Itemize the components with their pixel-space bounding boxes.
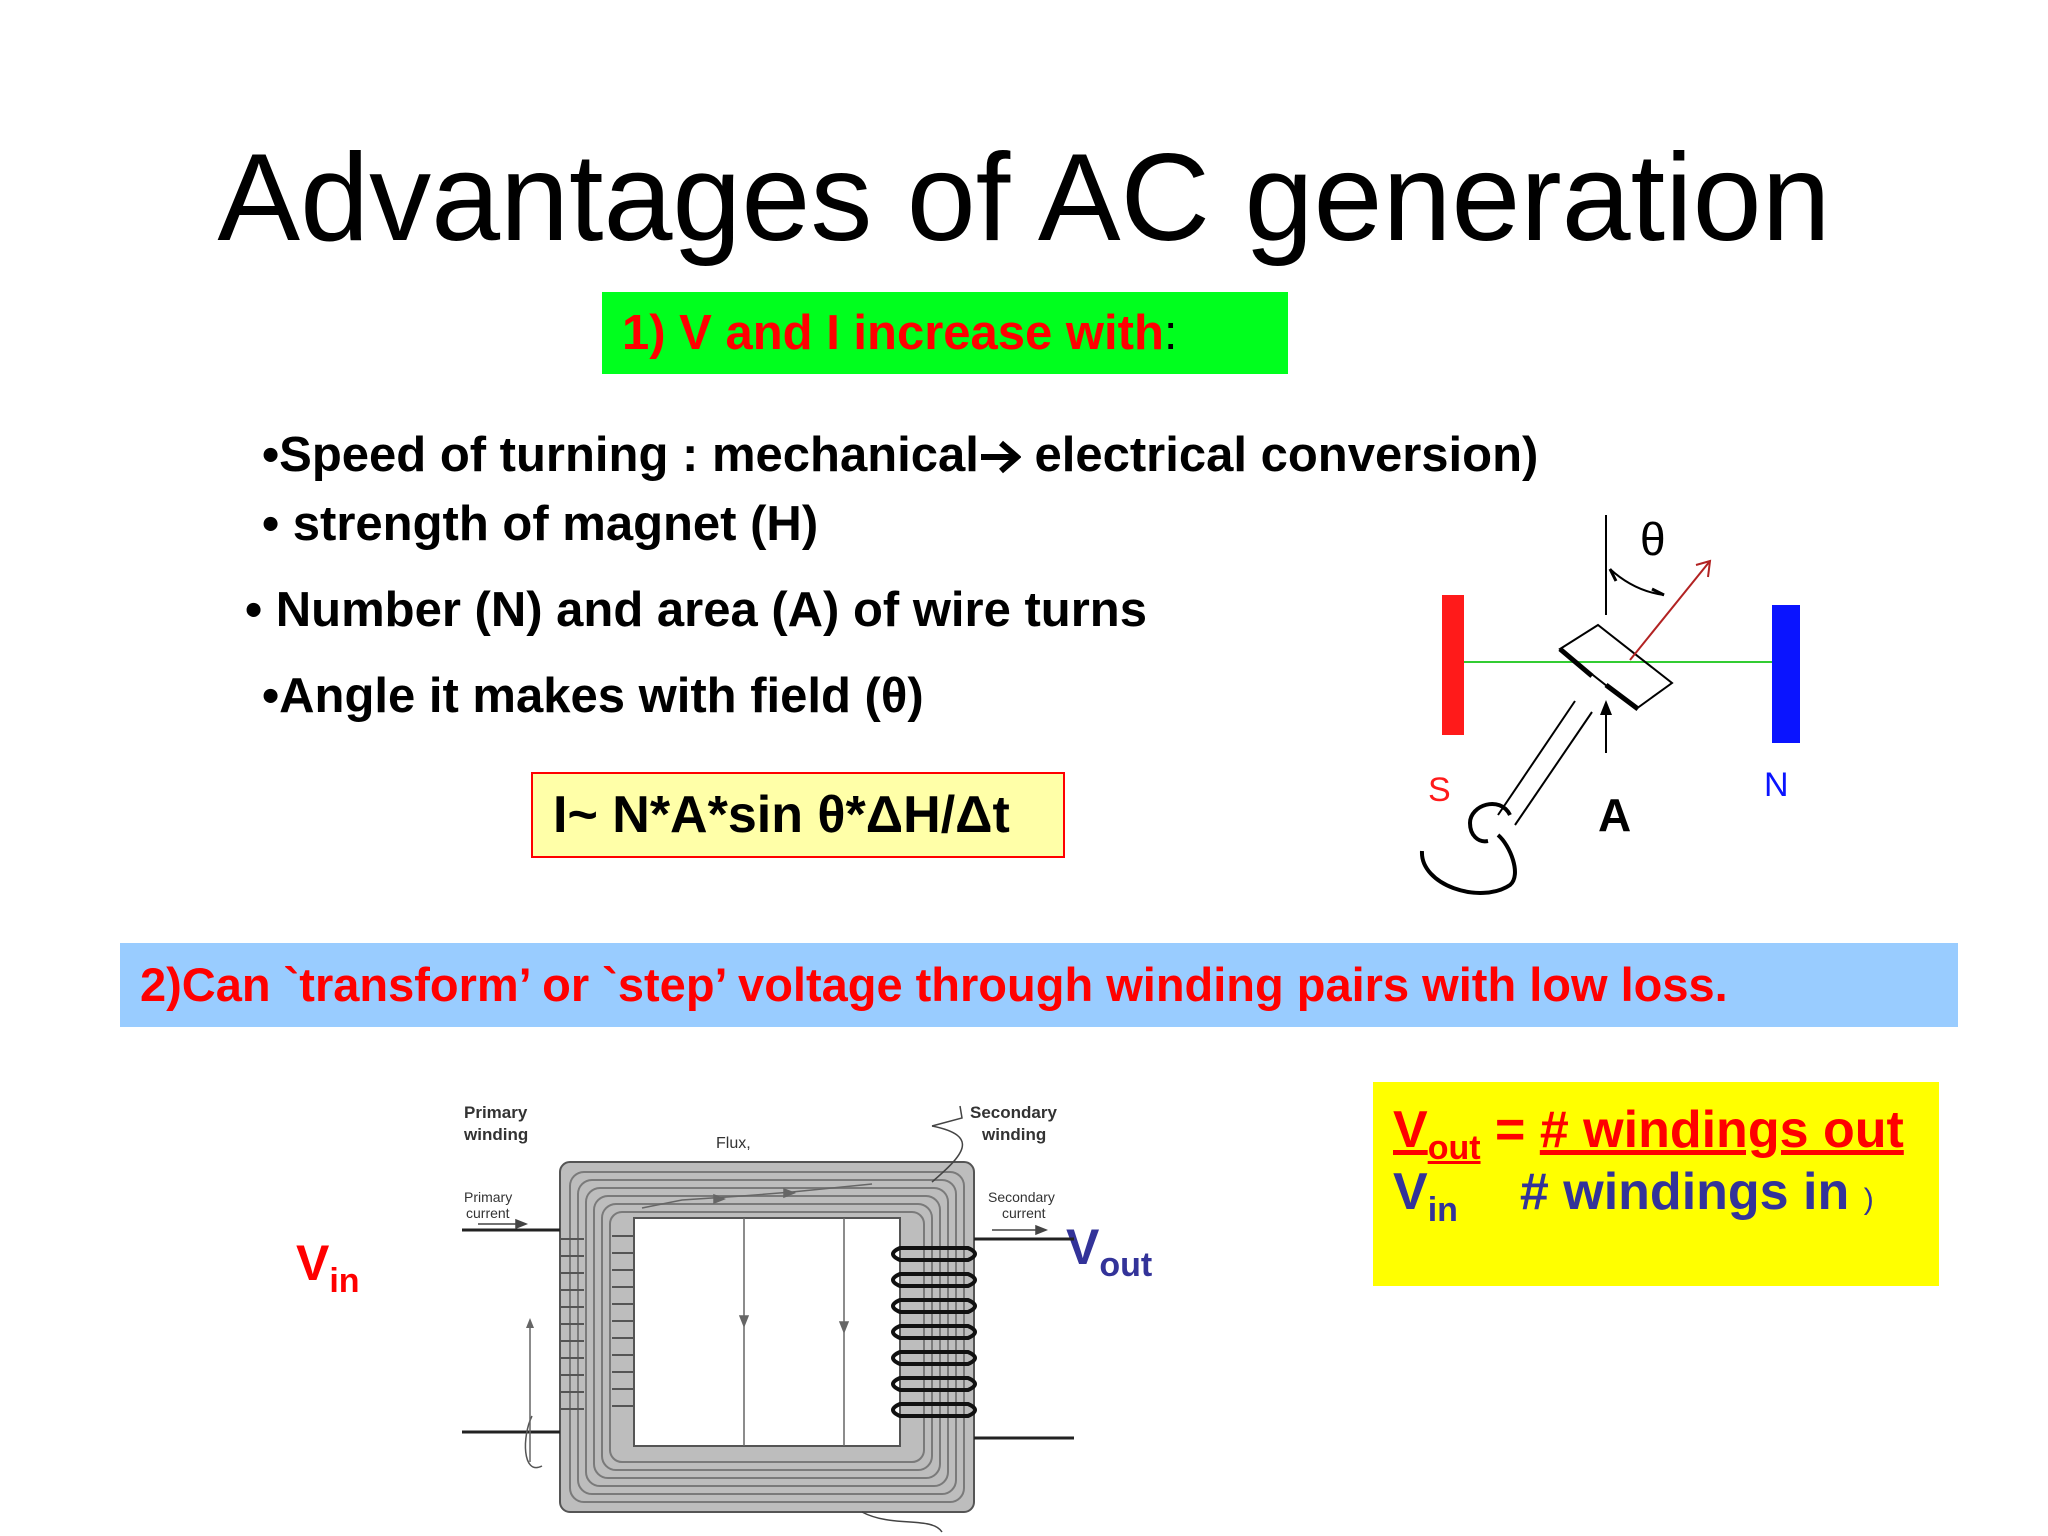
current-formula-box: I~ N*A*sin θ*ΔH/Δt bbox=[531, 772, 1065, 858]
secondary-current-label-2: current bbox=[1002, 1205, 1046, 1221]
primary-current-loop bbox=[524, 1415, 543, 1469]
vout-label: Vout bbox=[1066, 1222, 1152, 1290]
loop-arm-left bbox=[1497, 700, 1576, 816]
secondary-current-label: Secondary bbox=[988, 1189, 1055, 1205]
ratio-paren: ) bbox=[1863, 1183, 1874, 1216]
slide-title: Advantages of AC generation bbox=[217, 129, 1831, 267]
vin-label: Vin bbox=[296, 1238, 360, 1306]
ratio-vin-sub: in bbox=[1427, 1191, 1458, 1229]
point2-heading-box: 2)Can `transform’ or `step’ voltage thro… bbox=[120, 943, 1958, 1027]
current-arrows bbox=[478, 1105, 1049, 1533]
secondary-winding-label: Secondary bbox=[970, 1103, 1057, 1122]
voltage-ratio-box: Vout = # windings out Vin # windings in ) bbox=[1373, 1082, 1939, 1286]
core-laminations bbox=[569, 1171, 965, 1503]
area-arrowhead bbox=[1600, 700, 1612, 715]
bullet-speed: •Speed of turning : mechanical electrica… bbox=[262, 427, 1538, 483]
loop-edge-b bbox=[1604, 683, 1640, 711]
primary-current-label: Primary bbox=[464, 1189, 512, 1205]
ratio-numerator: # windings out bbox=[1539, 1101, 1904, 1159]
area-label: A bbox=[1598, 789, 1631, 841]
point1-colon: : bbox=[1163, 306, 1178, 360]
generator-diagram: θ S N A bbox=[1419, 513, 1800, 895]
secondary-coil bbox=[891, 1246, 977, 1418]
theta-label: θ bbox=[1640, 513, 1666, 565]
loop-arm-right bbox=[1514, 711, 1593, 826]
bullet-turns: • Number (N) and area (A) of wire turns bbox=[245, 583, 1147, 637]
north-label: N bbox=[1764, 766, 1789, 804]
point1-heading: 1) V and I increase with bbox=[622, 306, 1164, 360]
normal-vector-arrowhead bbox=[1695, 559, 1712, 578]
ratio-denominator-line: Vin # windings in ) bbox=[1393, 1162, 1874, 1230]
core-window bbox=[633, 1217, 901, 1447]
primary-coil bbox=[560, 1235, 634, 1410]
ratio-numerator-line: Vout = # windings out bbox=[1393, 1100, 1904, 1168]
south-label: S bbox=[1428, 771, 1451, 809]
primary-current-label-2: current bbox=[466, 1205, 510, 1221]
ratio-vin: V bbox=[1393, 1163, 1428, 1221]
theta-arc-tick-b bbox=[1651, 587, 1665, 597]
primary-winding-label-2: winding bbox=[463, 1125, 528, 1144]
ratio-vout-sub: out bbox=[1427, 1129, 1481, 1167]
primary-leads bbox=[462, 1228, 560, 1434]
right-arrow-icon bbox=[980, 440, 1022, 474]
flux-lines bbox=[641, 1183, 873, 1446]
bullet-speed-text: •Speed of turning : mechanical bbox=[262, 428, 979, 482]
secondary-winding-label-2: winding bbox=[981, 1125, 1046, 1144]
bullet-speed-text-2: electrical conversion) bbox=[1020, 428, 1539, 482]
transformer-labels: Primary winding Secondary winding Primar… bbox=[463, 1103, 1057, 1221]
vin-v: V bbox=[296, 1235, 330, 1291]
south-pole-magnet bbox=[1442, 595, 1464, 735]
transformer-diagram: Primary winding Secondary winding Primar… bbox=[462, 1103, 1074, 1533]
bullet-magnet: • strength of magnet (H) bbox=[262, 497, 819, 551]
rotation-handle bbox=[1419, 802, 1517, 895]
primary-winding-label: Primary bbox=[464, 1103, 528, 1122]
loop-edge-a bbox=[1558, 647, 1594, 678]
vout-sub: out bbox=[1099, 1246, 1153, 1284]
secondary-leads bbox=[974, 1237, 1074, 1440]
ratio-equals: = bbox=[1480, 1101, 1540, 1159]
normal-vector bbox=[1629, 560, 1711, 661]
vout-v: V bbox=[1066, 1219, 1100, 1275]
wire-loop bbox=[1558, 623, 1674, 711]
flux-label: Flux, bbox=[716, 1135, 751, 1152]
point1-heading-box: 1) V and I increase with: bbox=[602, 292, 1288, 374]
ratio-vout: V bbox=[1393, 1101, 1428, 1159]
theta-arc-tick-a bbox=[1608, 568, 1618, 582]
primary-current-arrow bbox=[526, 1318, 534, 1328]
vin-sub: in bbox=[329, 1262, 360, 1300]
bullet-angle: •Angle it makes with field (θ) bbox=[262, 669, 924, 723]
ratio-denominator: # windings in bbox=[1519, 1163, 1850, 1221]
north-pole-magnet bbox=[1772, 605, 1800, 743]
